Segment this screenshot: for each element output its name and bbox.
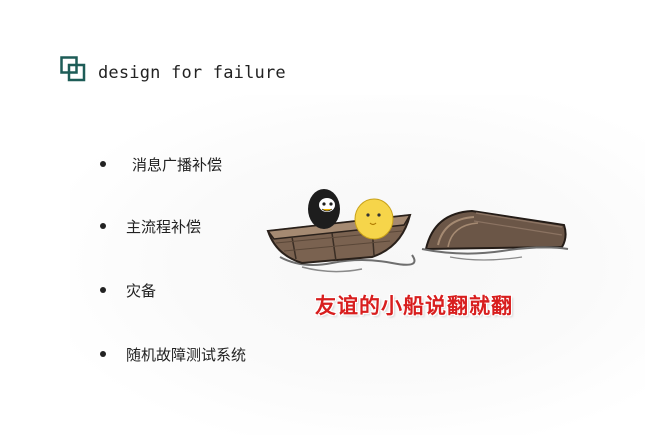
- chick-character: [354, 198, 394, 240]
- bullet-item: 主流程补偿: [100, 214, 201, 238]
- water-ripple: [301, 266, 363, 273]
- bullet-item: 消息广播补偿: [100, 152, 222, 176]
- bullet-label: 主流程补偿: [126, 217, 202, 236]
- bullet-dot: [100, 287, 106, 293]
- penguin-character: [308, 189, 340, 229]
- bullet-label: 随机故障测试系统: [126, 345, 247, 364]
- bullet-item: 灾备: [100, 278, 156, 302]
- bullet-dot: [100, 351, 106, 357]
- bullet-dot: [100, 161, 106, 167]
- overlapping-squares-icon: [60, 56, 86, 82]
- slide-title: design for failure: [98, 63, 286, 83]
- water-ripple: [449, 256, 523, 261]
- illustration-caption: 友谊的小船说翻就翻: [315, 294, 513, 318]
- bullet-label: 消息广播补偿: [132, 155, 223, 174]
- bullet-item: 随机故障测试系统: [100, 342, 246, 366]
- bullet-label: 灾备: [126, 281, 157, 300]
- capsized-boat: [421, 209, 569, 261]
- boat-illustration: [266, 189, 569, 273]
- water-ripple: [279, 254, 416, 266]
- bullet-dot: [100, 223, 106, 229]
- background-glow: [70, 95, 645, 435]
- water-ripple: [421, 246, 569, 255]
